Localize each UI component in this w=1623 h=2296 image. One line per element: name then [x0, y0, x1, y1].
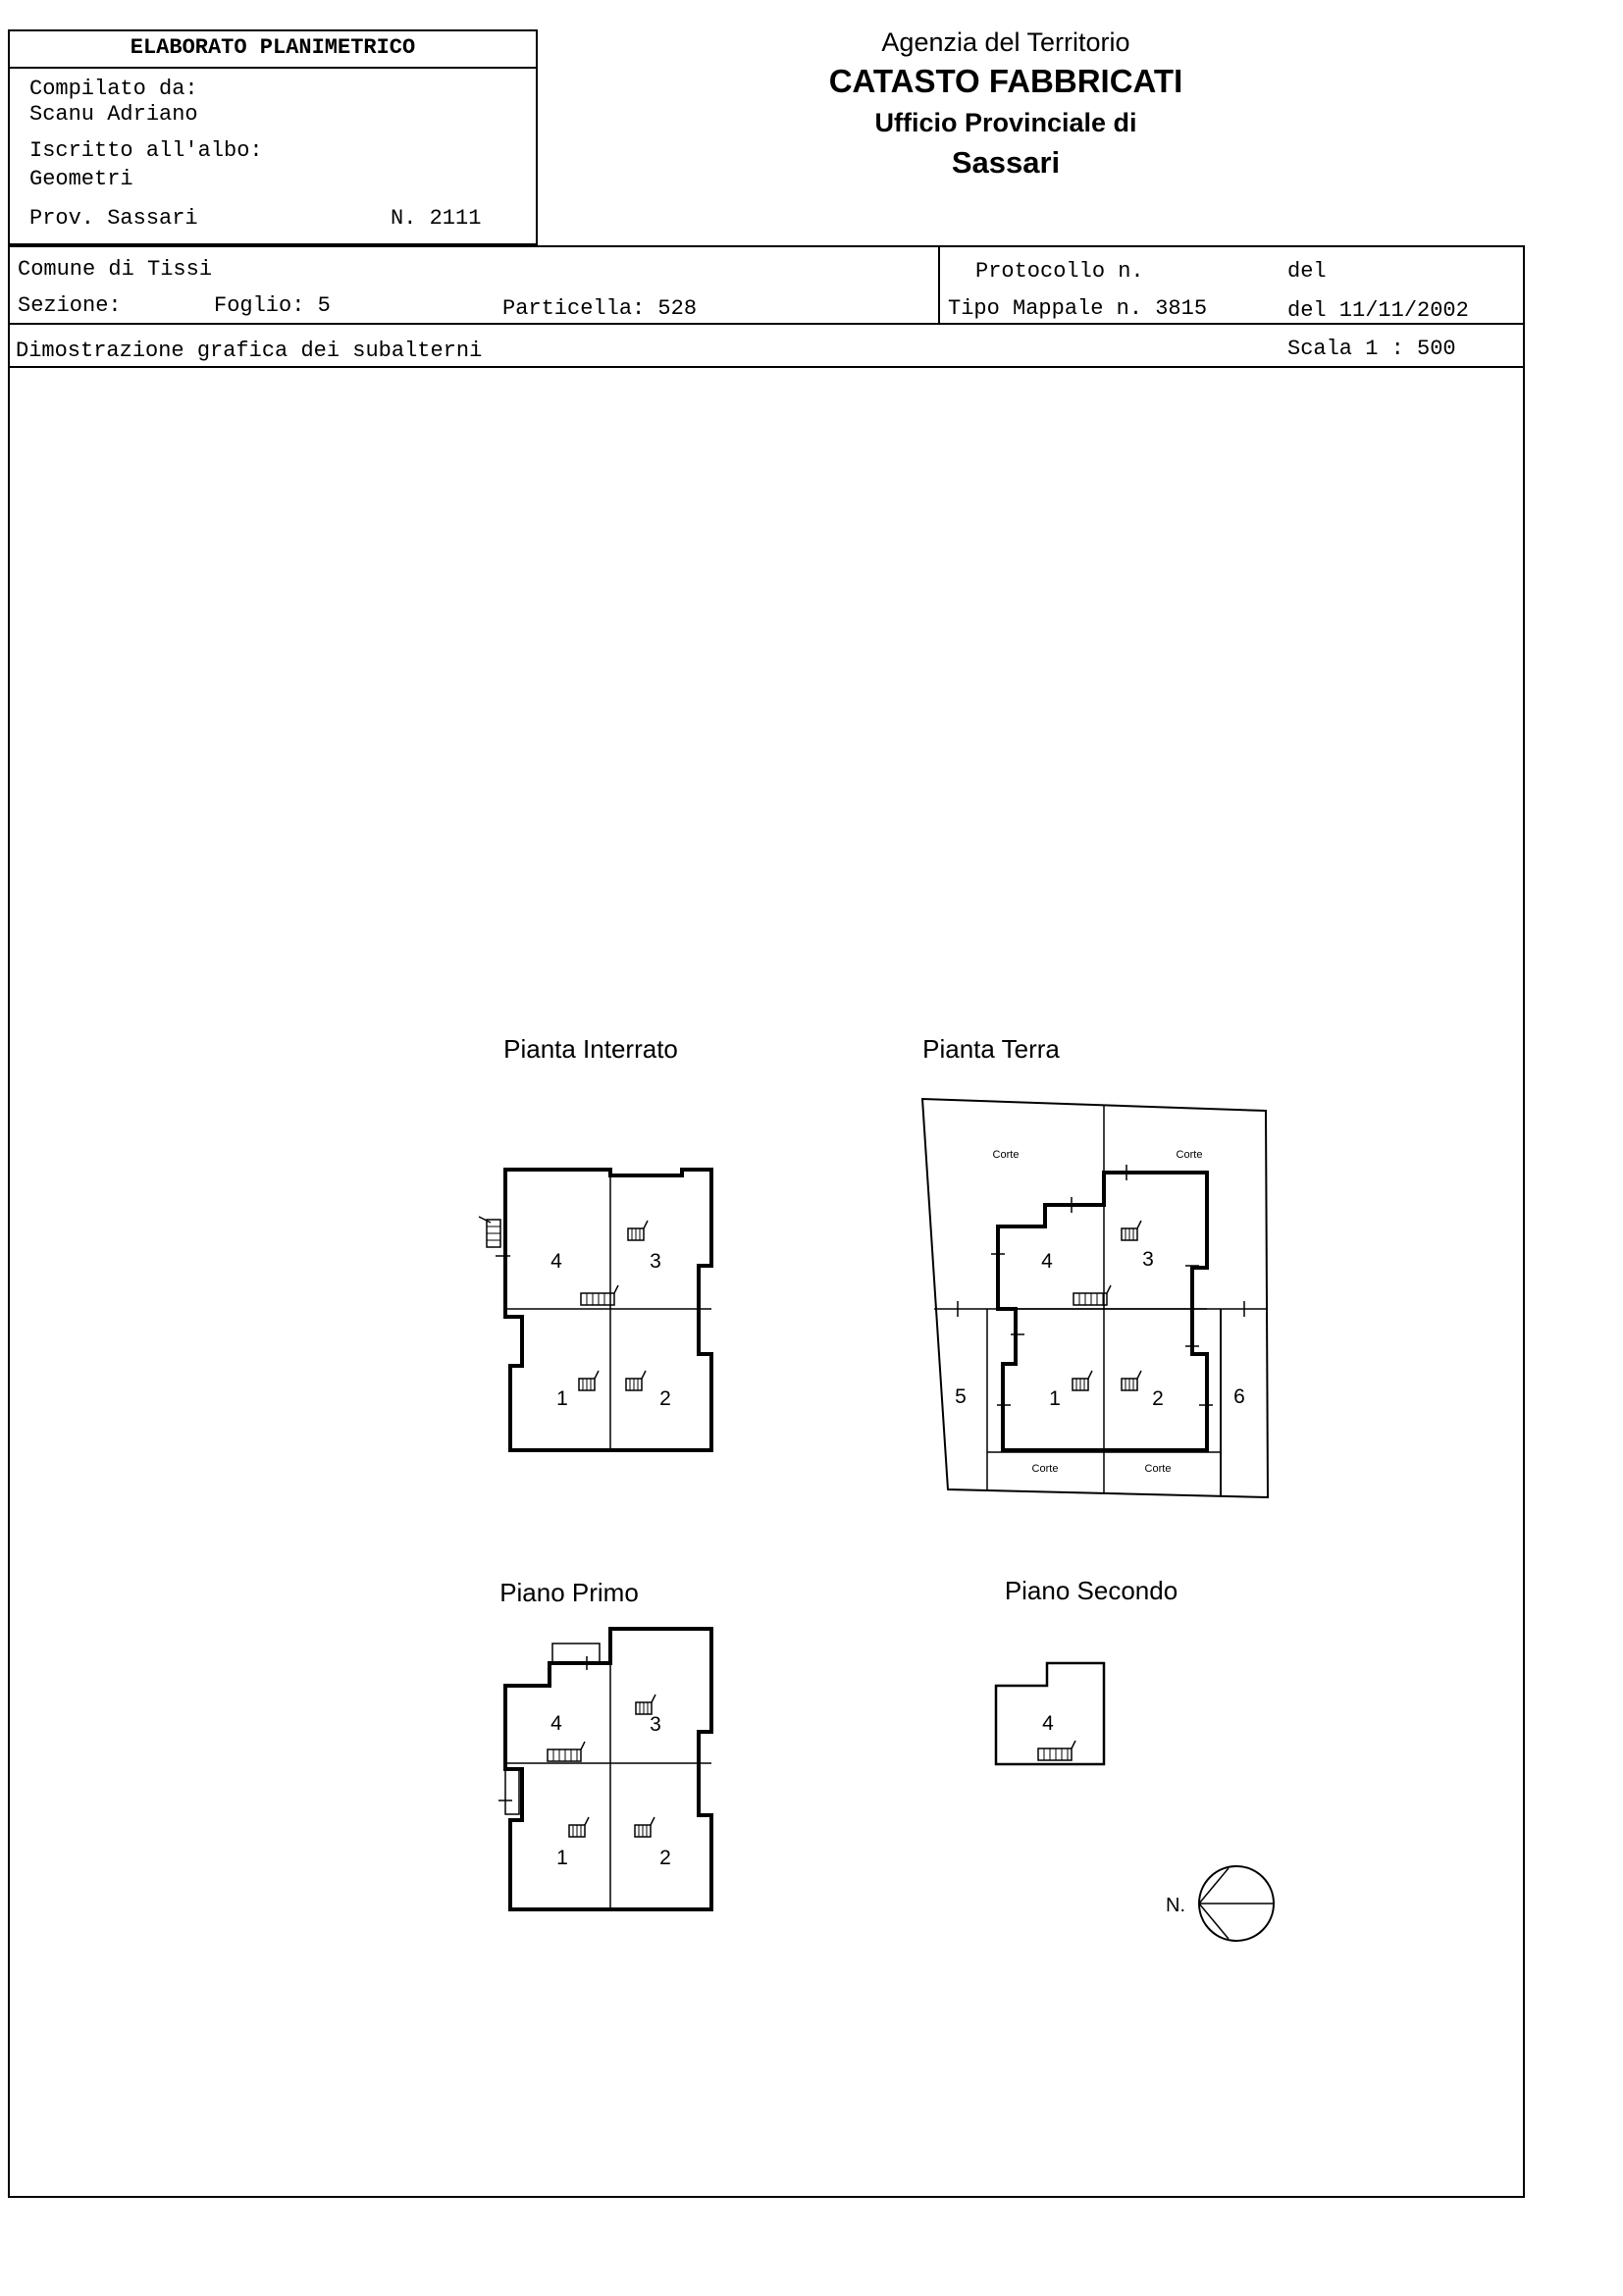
plan-interrato-title: Pianta Interrato	[503, 1034, 678, 1064]
protocollo-del: del	[1287, 259, 1327, 284]
stair-icon	[634, 1816, 655, 1838]
stair-icon	[1072, 1370, 1093, 1391]
corte-label: Corte	[1145, 1463, 1172, 1475]
unit-label: 3	[650, 1713, 661, 1736]
compilato-label: Compilato da:	[29, 77, 198, 101]
unit-label: 4	[1042, 1712, 1054, 1735]
tipo-mappale-date: del 11/11/2002	[1287, 298, 1469, 323]
unit-label: 5	[955, 1385, 967, 1408]
iscritto-value: Geometri	[29, 167, 133, 191]
catasto-title: CATASTO FABBRICATI	[828, 63, 1183, 99]
unit-label: 4	[1041, 1250, 1053, 1273]
unit-label: 3	[650, 1250, 661, 1273]
corte-label: Corte	[1177, 1149, 1203, 1161]
elaborato-title-row	[8, 29, 538, 69]
north-arrow-icon: N.	[1166, 1865, 1275, 1942]
stair-icon	[1073, 1284, 1112, 1306]
unit-label: 4	[550, 1712, 562, 1735]
unit-label: 2	[1152, 1387, 1164, 1410]
ufficio-label: Ufficio Provinciale di	[874, 108, 1137, 137]
iscritto-label: Iscritto all'albo:	[29, 138, 263, 163]
unit-label: 3	[1142, 1248, 1154, 1271]
foglio: Foglio: 5	[214, 293, 331, 318]
unit-label: 6	[1233, 1385, 1245, 1408]
plan-secondo: Piano Secondo 4	[994, 1576, 1178, 1766]
comune: Comune di Tissi	[18, 257, 213, 282]
tipo-mappale: Tipo Mappale n. 3815	[948, 296, 1208, 321]
stair-icon	[580, 1284, 619, 1306]
sezione: Sezione:	[18, 293, 122, 318]
unit-label: 1	[556, 1387, 568, 1410]
provincia: Prov. Sassari	[29, 206, 198, 231]
elaborato-box	[8, 29, 538, 245]
plan-terra: Pianta Terra 4 3 1 2 5 6	[920, 1034, 1270, 1499]
stair-icon	[1121, 1370, 1142, 1391]
corte-label: Corte	[1032, 1463, 1059, 1475]
unit-label: 2	[659, 1387, 671, 1410]
plan-interrato: Pianta Interrato 4 3 1 2	[478, 1034, 713, 1452]
stair-icon	[627, 1220, 649, 1241]
stair-icon	[568, 1816, 590, 1838]
plan-primo-title: Piano Primo	[499, 1578, 639, 1607]
info-row-divider	[8, 323, 1525, 325]
stair-icon	[478, 1216, 501, 1248]
agency-name: Agenzia del Territorio	[881, 27, 1130, 57]
corte-label: Corte	[993, 1149, 1020, 1161]
albo-number: N. 2111	[391, 206, 482, 231]
plan-terra-title: Pianta Terra	[922, 1034, 1060, 1064]
stair-icon	[635, 1694, 656, 1715]
stair-icon	[578, 1370, 600, 1391]
plan-primo: Piano Primo 4 3 1 2	[498, 1578, 713, 1911]
scale-label: Scala 1 : 500	[1287, 337, 1456, 361]
protocollo: Protocollo n.	[975, 259, 1144, 284]
stair-icon	[625, 1370, 647, 1391]
unit-label: 1	[556, 1847, 568, 1869]
unit-label: 4	[550, 1250, 562, 1273]
stair-icon	[1037, 1740, 1076, 1761]
unit-label: 1	[1049, 1387, 1061, 1410]
info-column-divider	[938, 245, 940, 324]
unit-label: 2	[659, 1847, 671, 1869]
stair-icon	[547, 1741, 586, 1762]
compilato-name: Scanu Adriano	[29, 102, 198, 127]
plan-secondo-title: Piano Secondo	[1005, 1576, 1178, 1605]
elaborato-title: ELABORATO PLANIMETRICO	[130, 35, 416, 60]
north-label: N.	[1166, 1895, 1185, 1916]
stair-icon	[1121, 1220, 1142, 1241]
drawing-frame	[8, 245, 1525, 2198]
particella: Particella: 528	[502, 296, 698, 321]
ufficio-city: Sassari	[951, 145, 1061, 180]
info-bottom-border	[8, 366, 1525, 368]
dimostrazione-label: Dimostrazione grafica dei subalterni	[16, 339, 483, 363]
